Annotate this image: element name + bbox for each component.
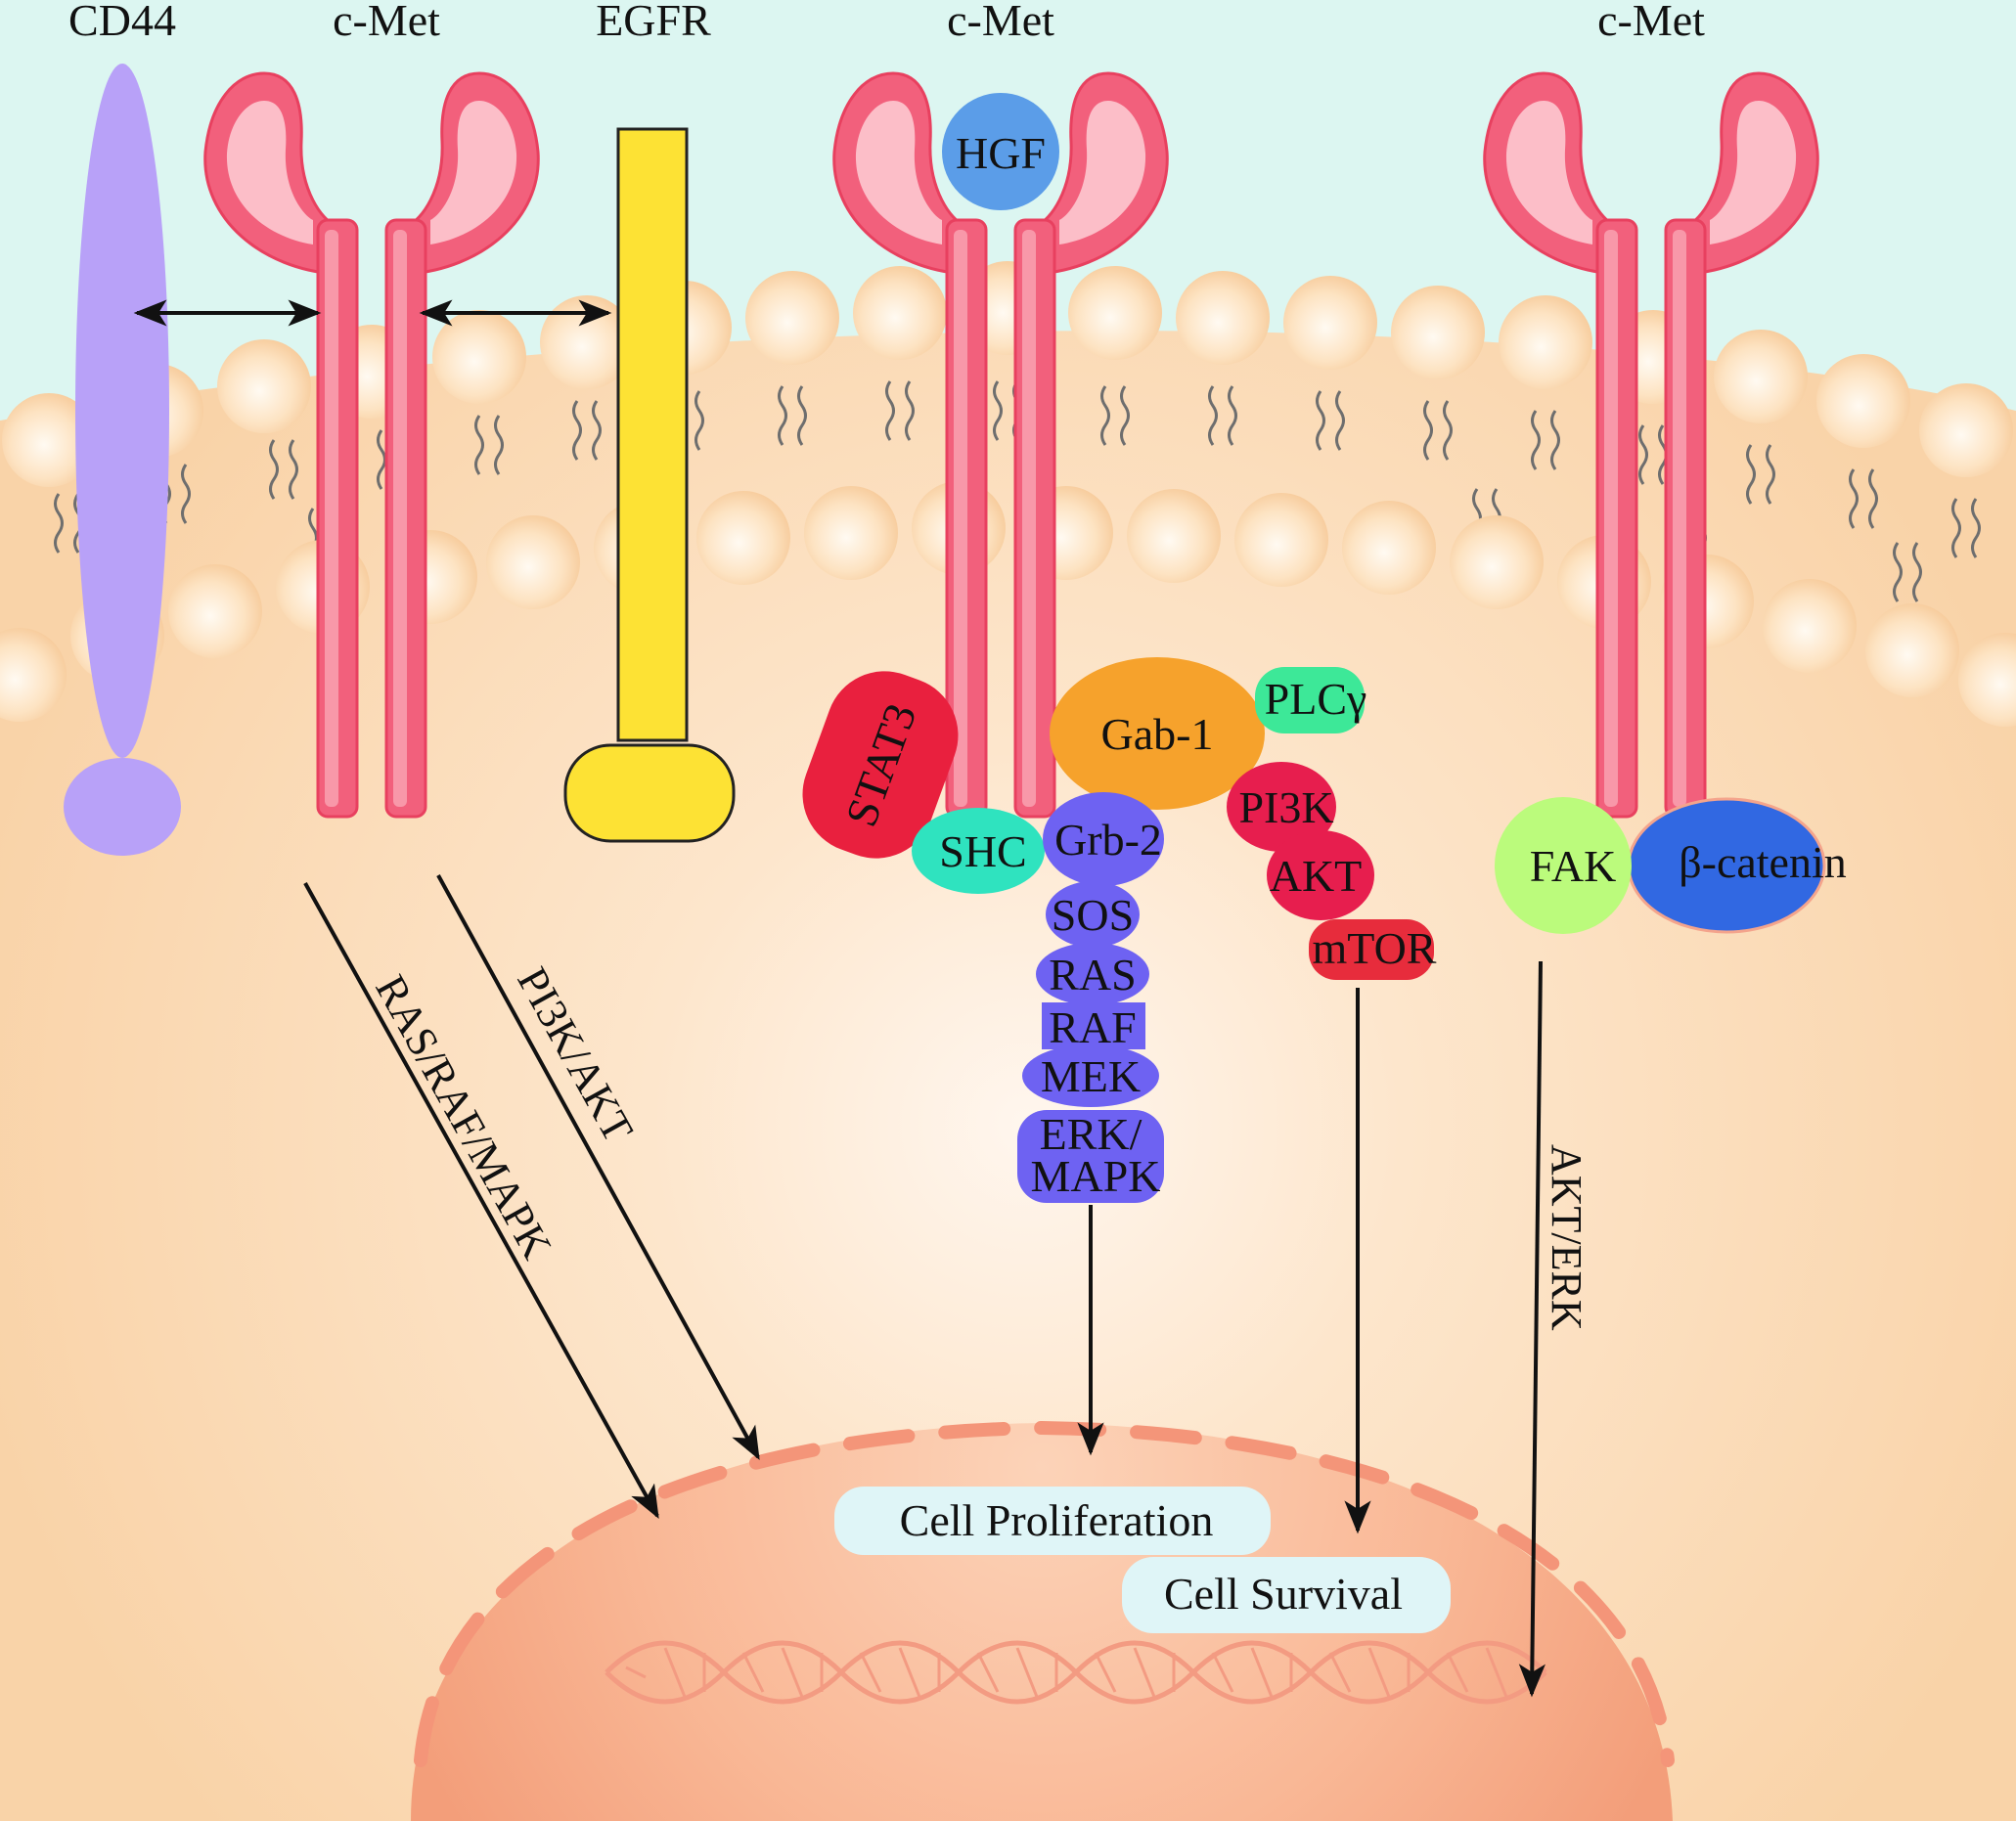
dna-helix: [605, 1640, 1547, 1705]
hgf-label: HGF: [956, 128, 1046, 178]
cmet-receptor-3: [1483, 71, 1819, 819]
pi3k-akt-arrow: [436, 874, 760, 1460]
cell-proliferation-box: [834, 1487, 1271, 1555]
mek-label: MEK: [1041, 1051, 1141, 1101]
cd44-receptor: [64, 64, 181, 856]
shc-label: SHC: [939, 826, 1026, 876]
ras-label: RAS: [1049, 950, 1136, 999]
plcg-label: PLCγ: [1265, 674, 1367, 724]
egfr-label: EGFR: [596, 0, 711, 45]
akt-protein: [1267, 830, 1374, 920]
pi3k-label: PI3K: [1238, 782, 1333, 832]
sos-label: SOS: [1052, 890, 1134, 940]
ras-raf-mapk-arrow: [303, 882, 659, 1519]
hgf-ligand: [942, 93, 1059, 210]
ras-protein: [1036, 943, 1149, 1005]
raf-label: RAF: [1049, 1002, 1136, 1052]
akt-label: AKT: [1270, 851, 1363, 901]
cytoplasm: [0, 331, 2016, 1821]
nuclear-envelope: [414, 1420, 1675, 1767]
gab1-protein: [1050, 657, 1265, 810]
erk-label: ERK/: [1040, 1109, 1142, 1159]
akt-erk-arrow: [1518, 960, 1546, 1698]
cmet-receptor-1: [203, 71, 540, 819]
mtor-protein: [1309, 919, 1434, 980]
akt-erk-label: AKT/ERK: [1543, 1144, 1590, 1331]
grb2-label: Grb-2: [1054, 815, 1162, 865]
sos-protein: [1046, 881, 1140, 948]
fak-protein: [1495, 797, 1632, 934]
cmet-label-1: c-Met: [333, 0, 440, 45]
grb2-protein: [1043, 792, 1164, 886]
cell-proliferation-label: Cell Proliferation: [900, 1495, 1214, 1545]
erk-mapk-protein: [1017, 1110, 1164, 1203]
mtor-label: mTOR: [1313, 923, 1437, 973]
shc-protein: [912, 808, 1045, 894]
cell-survival-label: Cell Survival: [1164, 1569, 1403, 1619]
raf-protein: [1042, 1002, 1145, 1049]
plcg-protein: [1255, 667, 1365, 733]
cmet-label-2: c-Met: [947, 0, 1054, 45]
mek-protein: [1022, 1044, 1159, 1107]
stat3-protein: STAT3: [802, 671, 959, 859]
fak-label: FAK: [1530, 841, 1617, 891]
gab1-label: Gab-1: [1101, 709, 1214, 759]
cell-survival-box: [1122, 1557, 1451, 1633]
mapk-label: MAPK: [1031, 1151, 1161, 1201]
cd44-label: CD44: [68, 0, 176, 45]
cmet-label-3: c-Met: [1597, 0, 1705, 45]
pi3k-protein: [1227, 762, 1336, 852]
cmet-receptor-2: [832, 71, 1169, 819]
bcatenin-label: β-catenin: [1679, 837, 1847, 887]
egfr-receptor: [563, 127, 736, 843]
